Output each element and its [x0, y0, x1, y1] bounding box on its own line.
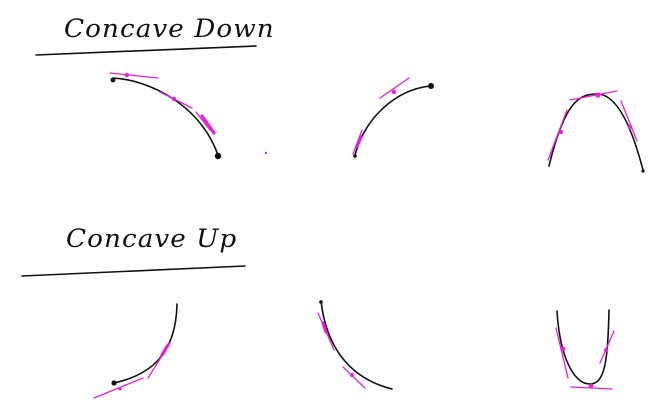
tangent-line — [195, 111, 211, 131]
tangent-line — [93, 377, 144, 399]
tangent-line — [342, 366, 366, 389]
tangent-line — [555, 327, 569, 379]
tangent-line — [569, 90, 618, 101]
underline-concave-down — [35, 45, 257, 56]
concave-down-curve-increasing — [352, 77, 434, 158]
concave-down-curve-hump — [547, 90, 645, 173]
tangent-line — [379, 77, 410, 99]
underline-concave-up — [21, 265, 246, 277]
tangent-line — [200, 114, 216, 135]
heading-concave-down: Concave Down — [64, 14, 275, 43]
concave-down-curve-decreasing — [109, 72, 222, 160]
tangent-line — [321, 321, 328, 334]
tangent-line — [355, 135, 363, 148]
tangent-line — [109, 72, 159, 79]
concave-up-curve-increasing — [93, 303, 178, 399]
tangent-line — [547, 109, 568, 161]
stray-mark — [264, 151, 268, 155]
heading-concave-up: Concave Up — [66, 224, 238, 253]
tangent-line — [159, 91, 193, 109]
tangent-line — [160, 343, 170, 357]
concave-up-curve-decreasing — [317, 300, 393, 390]
tangent-line — [620, 100, 638, 142]
tangent-line — [599, 330, 615, 364]
concave-up-curve-cup — [555, 309, 615, 390]
